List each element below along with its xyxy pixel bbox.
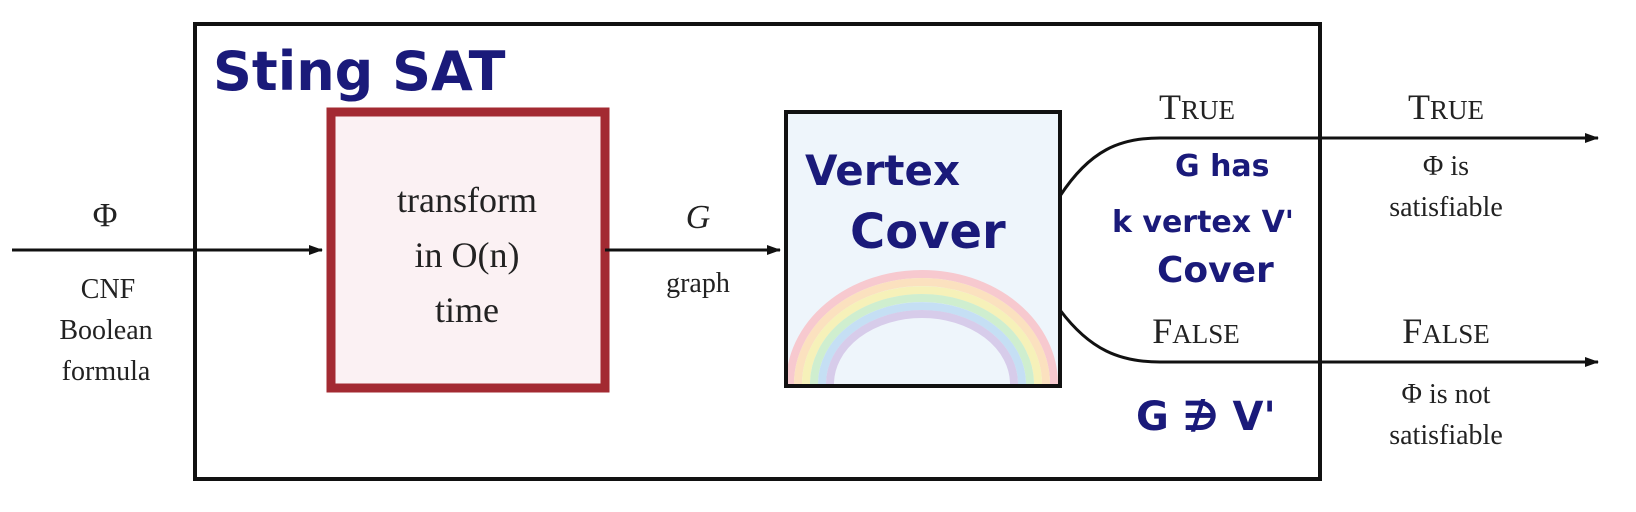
- rainbow-icon: [788, 270, 1058, 384]
- vertex-cover-line-1: Vertex: [805, 146, 960, 195]
- input-symbol: Φ: [93, 197, 118, 234]
- true-note-line-1: G has: [1175, 149, 1270, 184]
- input-caption-line-1: CNF: [81, 274, 135, 305]
- graph-caption: graph: [666, 268, 730, 299]
- transform-line-3: time: [435, 290, 499, 330]
- false-branch-line: [1058, 309, 1599, 367]
- vertex-cover-line-2: Cover: [850, 204, 1006, 260]
- transform-box: [326, 107, 610, 393]
- transform-line-2: in O(n): [415, 235, 520, 275]
- false-outer-label: FALSE: [1402, 311, 1490, 351]
- false-note: G ∌ V': [1136, 394, 1276, 440]
- transform-line-1: transform: [397, 180, 537, 220]
- true-outer-note-line-2: satisfiable: [1389, 192, 1503, 223]
- true-note-line-3: Cover: [1157, 250, 1274, 291]
- vertex-cover-box: [784, 110, 1062, 388]
- true-inner-label: TRUE: [1159, 87, 1235, 127]
- diagram-title: Sting SAT: [213, 40, 506, 103]
- false-inner-label: FALSE: [1152, 311, 1240, 351]
- graph-symbol: G: [686, 199, 711, 236]
- input-caption-line-2: Boolean: [59, 315, 152, 346]
- false-outer-note-line-2: satisfiable: [1389, 420, 1503, 451]
- input-caption-line-3: formula: [62, 356, 151, 387]
- true-outer-note-line-1: Φ is: [1423, 151, 1469, 182]
- true-branch-line: [1058, 133, 1599, 197]
- true-note-line-2: k vertex V': [1112, 205, 1294, 240]
- true-outer-label: TRUE: [1408, 87, 1484, 127]
- false-outer-note-line-1: Φ is not: [1402, 379, 1491, 410]
